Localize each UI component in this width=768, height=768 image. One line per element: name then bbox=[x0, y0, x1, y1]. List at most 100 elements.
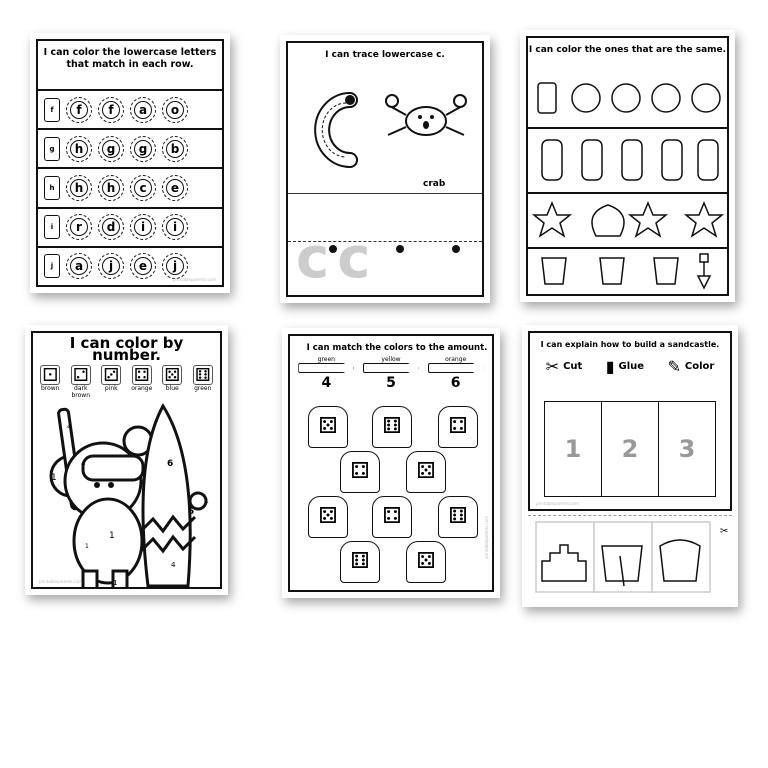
amount-number: 6 bbox=[450, 375, 461, 391]
sand-bucket[interactable]: ⚅ bbox=[372, 406, 412, 448]
crayon-icon bbox=[362, 363, 419, 373]
color-key-item: ⚁dark brown bbox=[68, 365, 94, 399]
sun-letter[interactable]: j bbox=[98, 253, 124, 280]
sun-letter[interactable]: a bbox=[66, 253, 92, 280]
box-number: 1 bbox=[564, 435, 582, 463]
sequence-box[interactable]: 2 bbox=[601, 402, 658, 496]
color-key-item: ⚄blue bbox=[159, 365, 185, 399]
color-key-item: ⚀brown bbox=[37, 365, 63, 399]
sheet-trace-c: I can trace lowercase c. crab cc bbox=[280, 35, 490, 303]
sequence-boxes: 1 2 3 bbox=[544, 401, 716, 497]
sequence-box[interactable]: 1 bbox=[545, 402, 601, 496]
dice-face-icon: ⚃ bbox=[448, 414, 468, 439]
sun-letter[interactable]: a bbox=[130, 96, 156, 123]
sand-bucket[interactable]: ⚄ bbox=[308, 496, 348, 538]
bucket-grid: ⚄⚅⚃⚃⚄⚄⚃⚅⚅⚄ bbox=[290, 406, 492, 590]
trace-line bbox=[288, 241, 482, 242]
sun-letter[interactable]: h bbox=[66, 174, 92, 201]
sun-letter[interactable]: g bbox=[98, 135, 124, 162]
sun-letter[interactable]: b bbox=[162, 135, 188, 162]
color-label: dark brown bbox=[71, 385, 91, 399]
die-icon: ⚂ bbox=[101, 365, 122, 386]
sand-bucket[interactable]: ⚄ bbox=[406, 451, 446, 493]
sheet-frame: I can color the ones that are the same. bbox=[526, 36, 729, 296]
sun-letter[interactable]: f bbox=[66, 96, 92, 123]
box-number: 3 bbox=[678, 435, 696, 463]
dice-face-icon: ⚄ bbox=[416, 549, 436, 574]
sun-letter[interactable]: i bbox=[130, 214, 156, 241]
divider bbox=[288, 193, 482, 194]
box-number: 2 bbox=[621, 435, 639, 463]
sun-letter[interactable]: d bbox=[98, 214, 124, 241]
die-icon: ⚄ bbox=[162, 365, 183, 386]
die-icon: ⚃ bbox=[131, 365, 152, 386]
crab-illustration bbox=[314, 92, 467, 168]
bear-surfboard-illustration bbox=[49, 403, 208, 587]
watermark: printableparents.com bbox=[39, 579, 82, 584]
sheet-frame: I can match the colors to the amount. gr… bbox=[288, 334, 494, 592]
sun-letter[interactable]: h bbox=[98, 174, 124, 201]
sun-letter[interactable]: j bbox=[162, 253, 188, 280]
sun-letter[interactable]: i bbox=[162, 214, 188, 241]
sun-letter[interactable]: r bbox=[66, 214, 92, 241]
region-number: 6 bbox=[167, 459, 174, 469]
sequence-box[interactable]: 3 bbox=[658, 402, 715, 496]
amount-number: 5 bbox=[386, 375, 396, 391]
sand-bucket[interactable]: ⚄ bbox=[406, 541, 446, 583]
sun-letter[interactable]: h bbox=[66, 135, 92, 162]
bottle-icon: h bbox=[44, 175, 60, 200]
sand-bucket[interactable]: ⚃ bbox=[438, 406, 478, 448]
sun-letter[interactable]: e bbox=[162, 174, 188, 201]
step-label: Color bbox=[684, 361, 715, 372]
step-item: ✂Cut bbox=[546, 357, 583, 376]
region-number: 4 bbox=[67, 423, 72, 431]
color-key-item: ⚂pink bbox=[98, 365, 124, 399]
amount-number: 4 bbox=[321, 375, 332, 391]
trace-letter: c bbox=[337, 226, 379, 291]
sheet-same: I can color the ones that are the same. bbox=[520, 30, 735, 302]
sand-bucket[interactable]: ⚃ bbox=[340, 451, 380, 493]
region-number: 5 bbox=[188, 507, 195, 517]
sun-letter[interactable]: e bbox=[130, 253, 156, 280]
sand-bucket[interactable]: ⚃ bbox=[372, 496, 412, 538]
bottle-icon: f bbox=[44, 97, 60, 122]
dice-face-icon: ⚄ bbox=[416, 459, 436, 484]
watermark: printableparents.com bbox=[484, 516, 490, 559]
dice-face-icon: ⚅ bbox=[350, 549, 370, 574]
sheet-frame: I can explain how to build a sandcastle.… bbox=[528, 331, 732, 511]
sand-bucket[interactable]: ⚅ bbox=[438, 496, 478, 538]
step-label: Glue bbox=[618, 361, 645, 372]
bottle-icon: g bbox=[44, 136, 60, 161]
color-label: blue bbox=[165, 385, 179, 392]
color-label: green bbox=[194, 385, 212, 392]
sheet-title: I can explain how to build a sandcastle. bbox=[540, 340, 720, 349]
sheet-frame: I can color by number. ⚀brown⚁dark brown… bbox=[31, 331, 222, 589]
crayon-icon bbox=[427, 363, 484, 373]
trace-letter: c bbox=[296, 226, 338, 291]
sun-letter[interactable]: o bbox=[162, 96, 188, 123]
sand-bucket[interactable]: ⚅ bbox=[340, 541, 380, 583]
region-number: 4 bbox=[81, 460, 86, 468]
dice-face-icon: ⚅ bbox=[382, 414, 402, 439]
sun-letter[interactable]: c bbox=[130, 174, 156, 201]
bottle-icon: j bbox=[44, 254, 60, 279]
dice-face-icon: ⚃ bbox=[350, 459, 370, 484]
color-key: ⚀brown⚁dark brown⚂pink⚃orange⚄blue⚅green bbox=[33, 361, 220, 403]
region-number: 1 bbox=[205, 498, 209, 505]
sand-bucket[interactable]: ⚄ bbox=[308, 406, 348, 448]
start-dots bbox=[329, 245, 460, 253]
sheet-frame: I can trace lowercase c. crab cc bbox=[286, 41, 484, 297]
sun-letter[interactable]: g bbox=[130, 135, 156, 162]
trace-letters: cc bbox=[296, 231, 378, 287]
dice-face-icon: ⚄ bbox=[318, 414, 338, 439]
sun-letter[interactable]: f bbox=[98, 96, 124, 123]
color-label: orange bbox=[131, 385, 153, 392]
dice-face-icon: ⚃ bbox=[382, 504, 402, 529]
die-icon: ⚀ bbox=[40, 365, 61, 386]
